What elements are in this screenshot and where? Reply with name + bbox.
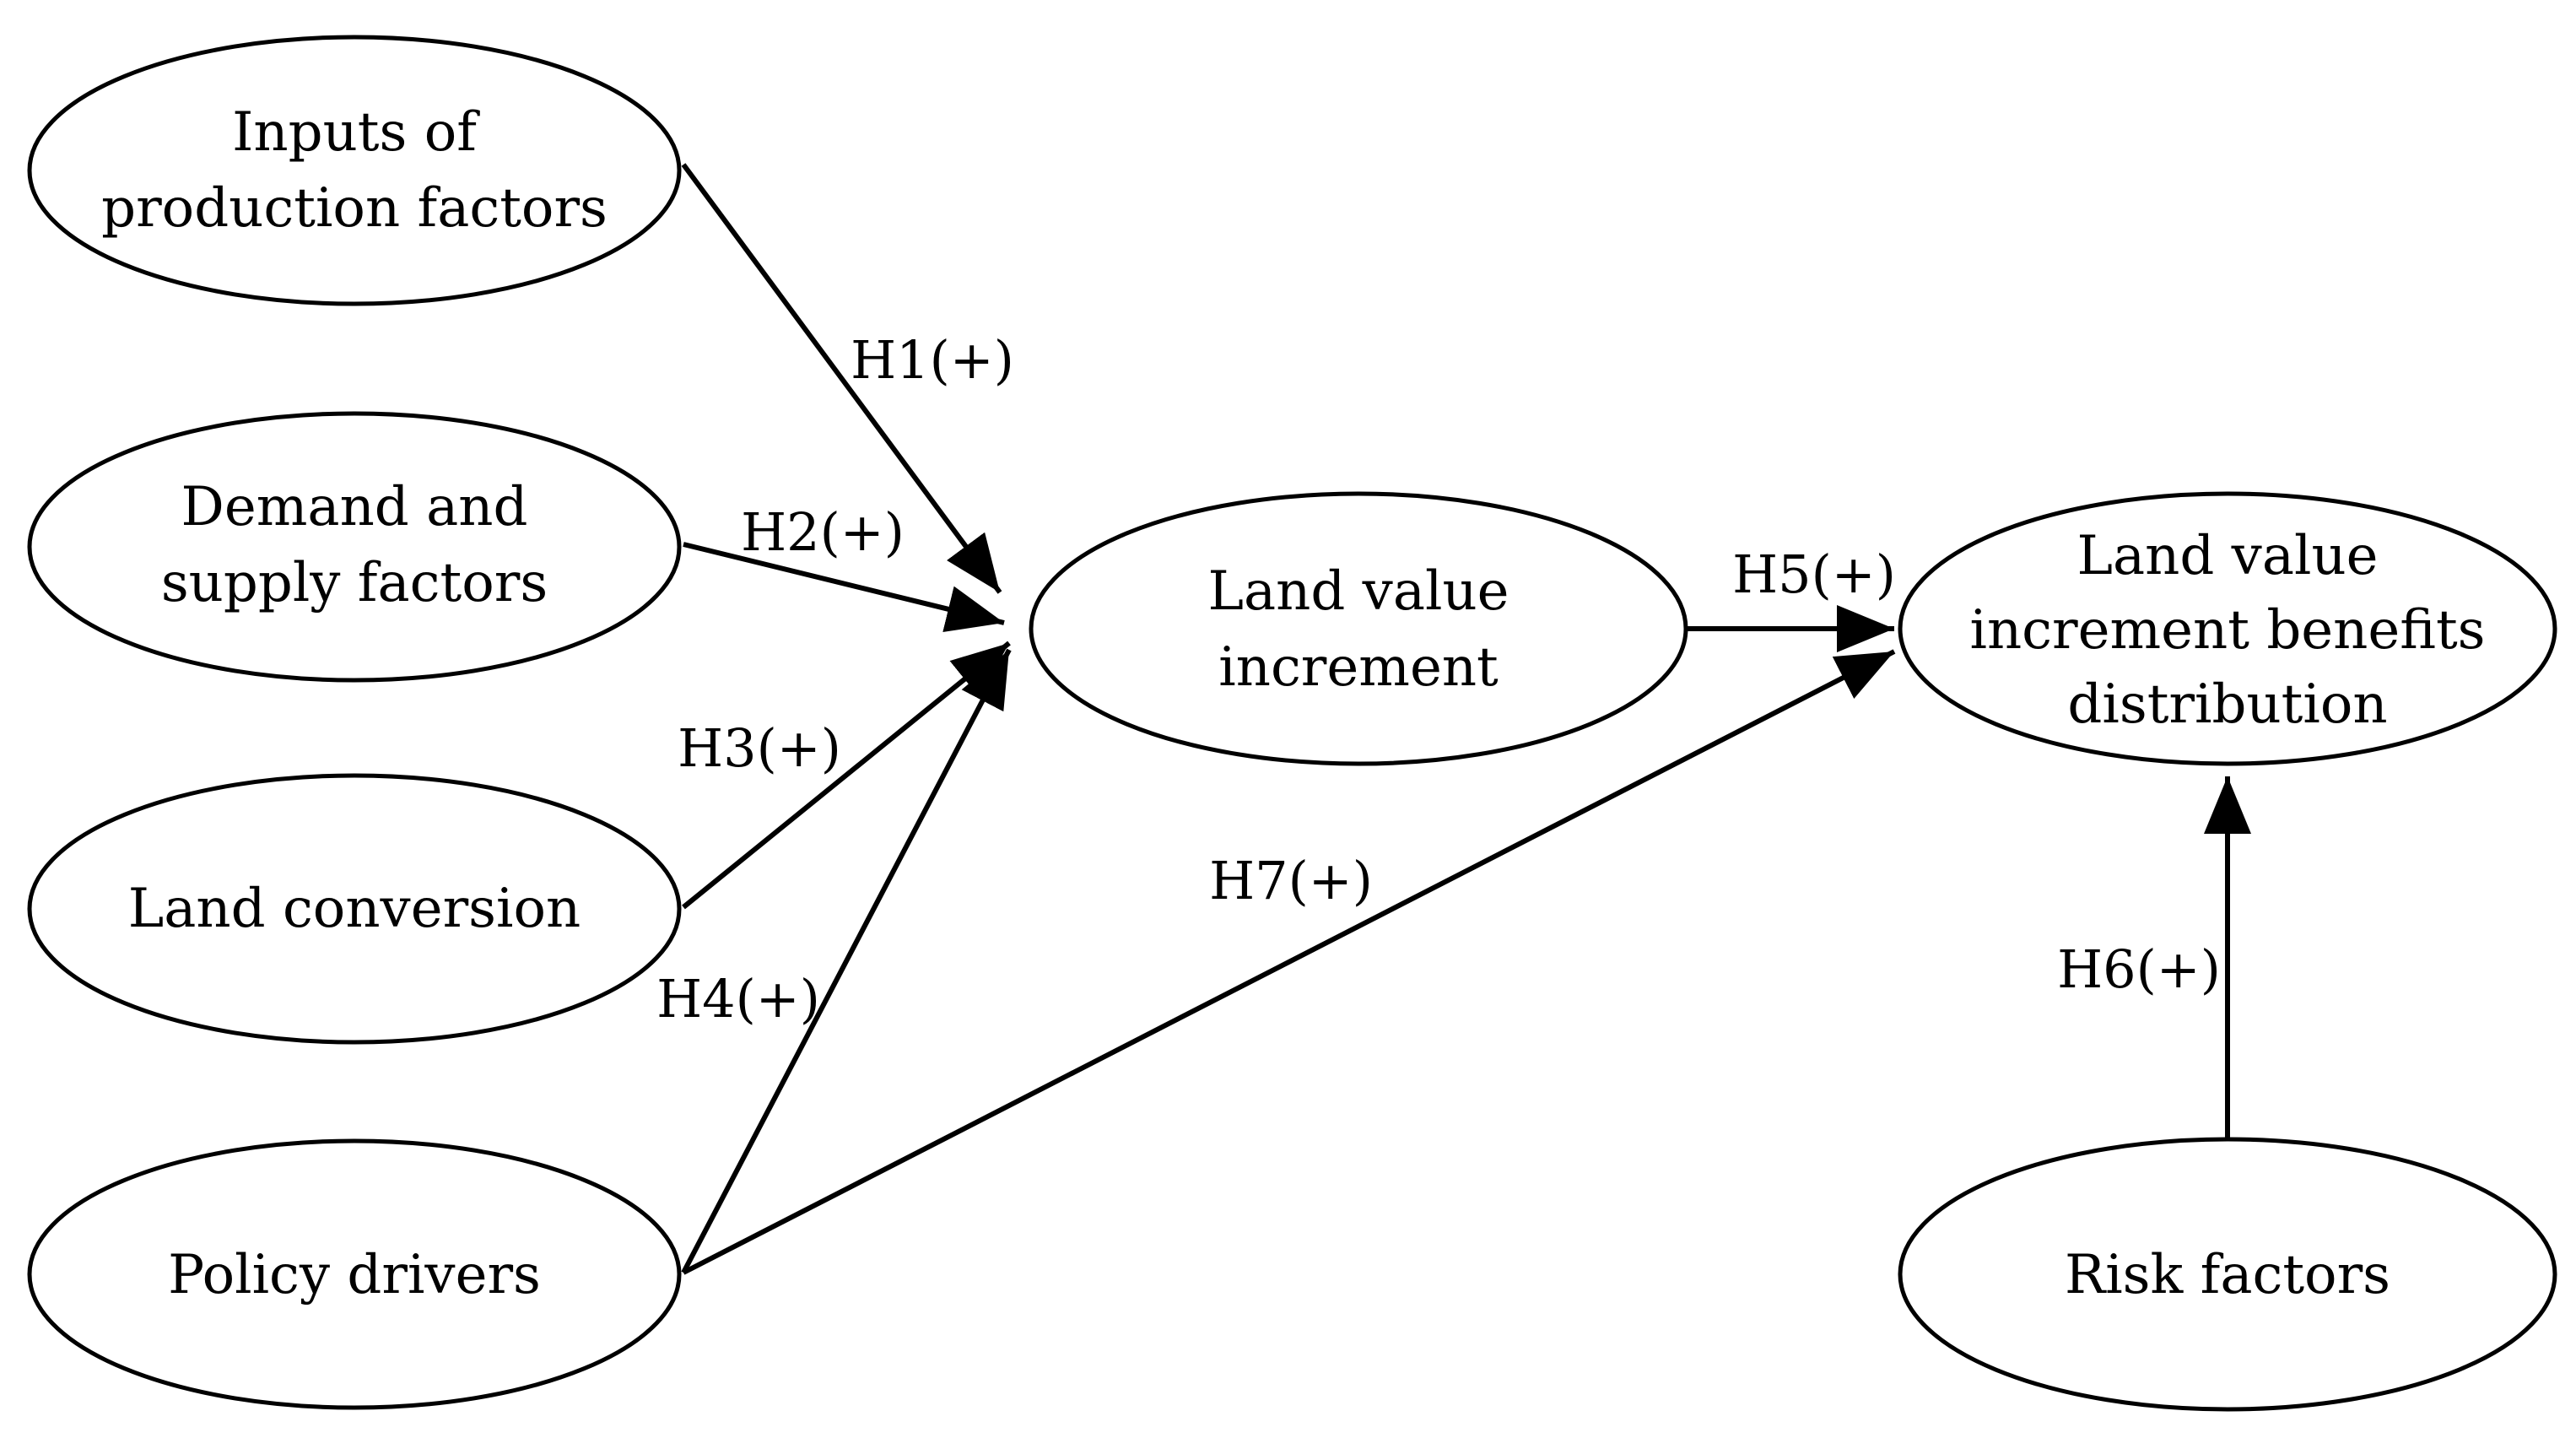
- node-inputs-line-2: production factors: [101, 177, 608, 240]
- edge-label-h6: H6(+): [2057, 938, 2221, 1000]
- edge-label-h7: H7(+): [1209, 850, 1373, 911]
- edge-label-h2: H2(+): [741, 501, 905, 563]
- node-land-value-increment-benefits-distribution: Land value increment benefits distributi…: [1898, 491, 2557, 766]
- node-conversion-line-1: Land conversion: [128, 878, 581, 940]
- node-land-conversion: Land conversion: [27, 773, 682, 1045]
- edge-h3: [682, 641, 1011, 910]
- node-demand-line-2: supply factors: [161, 552, 548, 614]
- edge-h7: [682, 649, 1896, 1275]
- edge-label-h3: H3(+): [678, 717, 841, 779]
- node-increment-line-1: Land value: [1207, 560, 1509, 623]
- node-distribution-line-3: distribution: [2067, 673, 2387, 736]
- node-policy-line-1: Policy drivers: [168, 1244, 541, 1306]
- edge-label-h4: H4(+): [656, 968, 820, 1030]
- node-distribution-line-1: Land value: [2076, 525, 2378, 587]
- node-inputs-of-production-factors: Inputs of production factors: [27, 35, 682, 306]
- edge-h4: [681, 648, 1012, 1274]
- node-land-value-increment: Land value increment: [1029, 491, 1688, 766]
- node-demand-and-supply-factors: Demand and supply factors: [27, 411, 682, 683]
- node-risk-line-1: Risk factors: [2065, 1244, 2390, 1306]
- node-increment-line-2: increment: [1218, 636, 1499, 699]
- edge-label-h5: H5(+): [1732, 543, 1896, 605]
- node-demand-line-1: Demand and: [181, 476, 528, 538]
- node-risk-factors: Risk factors: [1898, 1137, 2557, 1412]
- edge-h2: [683, 542, 1005, 633]
- node-distribution-line-2: increment benefits: [1969, 599, 2485, 662]
- edge-label-h1: H1(+): [851, 329, 1014, 391]
- node-inputs-line-1: Inputs of: [232, 101, 480, 164]
- node-policy-drivers: Policy drivers: [27, 1138, 682, 1410]
- edge-h1: [681, 163, 1002, 594]
